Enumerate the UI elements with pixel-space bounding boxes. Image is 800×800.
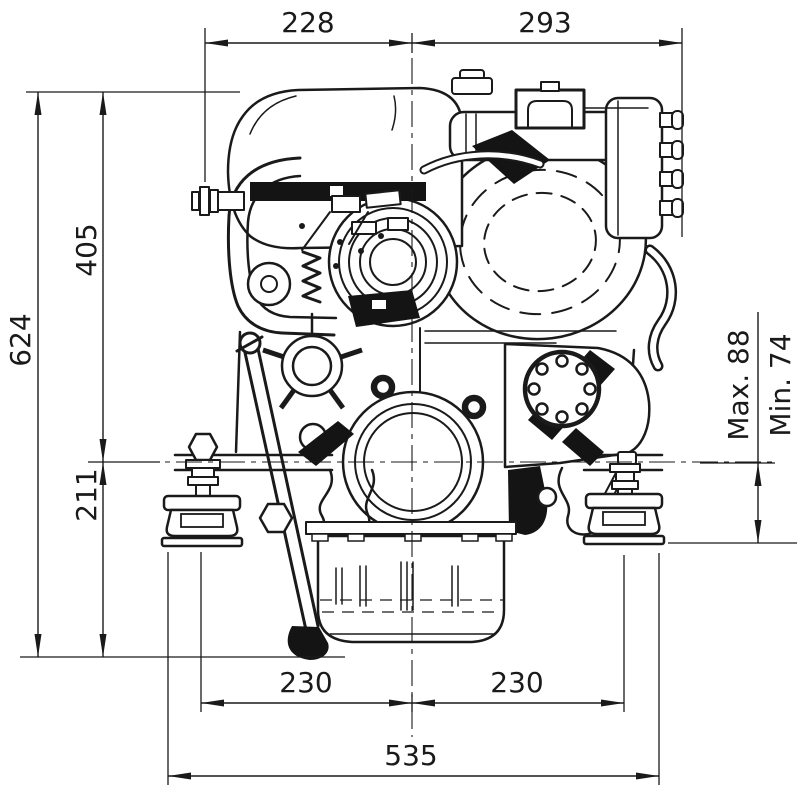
- dimension-top-width: 228 293: [205, 6, 682, 47]
- dimension-left-heights: 624 405 211: [4, 92, 107, 657]
- engine-drawing: [160, 69, 684, 660]
- dim-label-upper-height: 405: [70, 223, 103, 276]
- dim-label-top-right: 293: [518, 6, 571, 39]
- dim-label-top-left: 228: [281, 6, 334, 39]
- output-coupling-flange: [522, 349, 602, 429]
- dim-label-mount-span-left: 230: [279, 666, 332, 699]
- left-engine-mount: [160, 432, 244, 548]
- dim-label-mount-min: Min. 74: [764, 333, 797, 436]
- seawater-hose: [644, 244, 678, 372]
- dim-label-mount-span-right: 230: [490, 666, 543, 699]
- alternator-and-accessories: [246, 189, 420, 327]
- dimension-mount-height: Max. 88 Min. 74: [722, 312, 797, 543]
- hose-stub-fittings: [659, 110, 684, 218]
- dimension-annotations: 228 293 624 405 211 Max. 88 Min. 74 230 …: [4, 6, 797, 785]
- dipstick-strut: [235, 331, 329, 660]
- lifting-bracket: [514, 81, 649, 130]
- heat-exchanger-end-cap: [604, 96, 684, 240]
- filler-cap: [451, 69, 493, 95]
- right-engine-mount: [582, 451, 666, 546]
- dim-label-lower-height: 211: [70, 468, 103, 521]
- oil-sump: [305, 521, 517, 644]
- dim-label-overall-width: 535: [384, 739, 437, 772]
- dim-label-mount-max: Max. 88: [722, 329, 755, 440]
- exhaust-elbow: [419, 130, 550, 184]
- dimension-bottom-widths: 230 230 535: [168, 666, 659, 780]
- timing-cover: [262, 312, 363, 452]
- dim-label-overall-height: 624: [4, 313, 37, 366]
- water-inlet-fitting: [191, 186, 245, 216]
